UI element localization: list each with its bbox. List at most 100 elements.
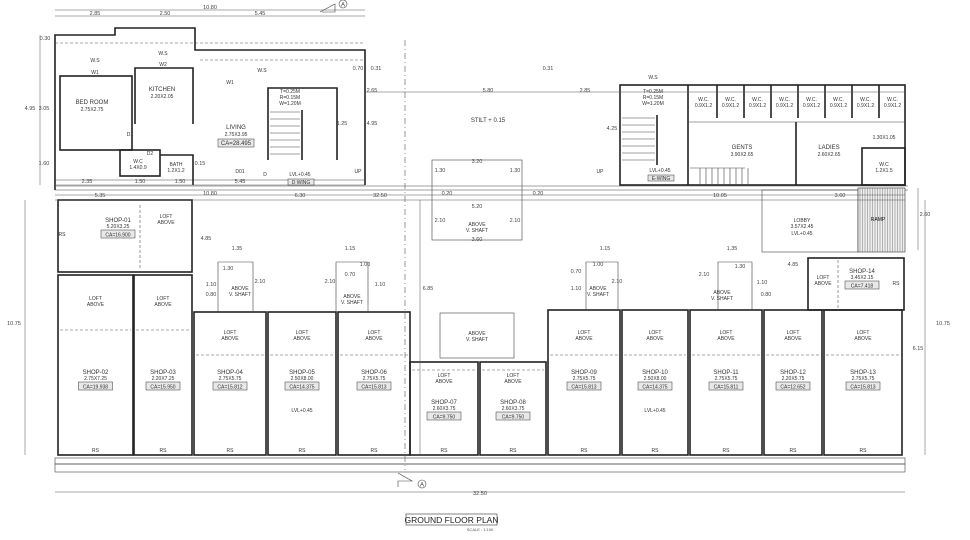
wc-size: 1.4X0.9 bbox=[129, 165, 146, 171]
bedroom-size: 2.75X2.75 bbox=[81, 107, 104, 113]
shop-size: 2.75X5.75 bbox=[573, 376, 596, 382]
window-w1-living: W1 bbox=[226, 80, 234, 86]
wc-cell-label: W.C. bbox=[833, 97, 844, 103]
shop-size: 3.45X2.15 bbox=[851, 275, 874, 281]
shop-size: 2.50X8.00 bbox=[291, 376, 314, 382]
shop-size: 2.75X5.75 bbox=[363, 376, 386, 382]
wc-cell-size: 0.9X1.2 bbox=[803, 103, 820, 109]
loft-above-label: ABOVE bbox=[646, 336, 664, 342]
shop-size: 2.75X7.25 bbox=[84, 376, 107, 382]
stair-note-riser: R=0.15M bbox=[280, 95, 300, 101]
shop-name: SHOP-10 bbox=[642, 370, 668, 376]
loft-above-label: ABOVE bbox=[435, 379, 453, 385]
dimension-label: 5.35 bbox=[95, 193, 106, 199]
stair-note-width: W=1.20M bbox=[279, 101, 301, 107]
shop-carpet-area: CA=15.811 bbox=[714, 385, 739, 391]
section-marker-bottom: A bbox=[397, 472, 427, 489]
wc-cell-label: W.C. bbox=[752, 97, 763, 103]
window-w2: W2 bbox=[159, 62, 167, 68]
dimension-label: 1.30 bbox=[435, 168, 446, 174]
loft-above-label: LOFT bbox=[578, 330, 591, 336]
loft-above-label: ABOVE bbox=[575, 336, 593, 342]
dimension-label: 3.05 bbox=[39, 106, 50, 112]
dimension-label: 1.60 bbox=[39, 161, 50, 167]
shaft-label: V. SHAFT bbox=[466, 337, 488, 343]
bedroom-walls bbox=[59, 75, 133, 151]
bath-size: 1.2X1.2 bbox=[167, 168, 184, 174]
shop-level-label: LVL+0.45 bbox=[291, 408, 312, 414]
gents-label: GENTS bbox=[732, 145, 753, 151]
loft-above-label: ABOVE bbox=[717, 336, 735, 342]
shop-name: SHOP-13 bbox=[850, 370, 876, 376]
wc-cell-size: 0.9X1.2 bbox=[722, 103, 739, 109]
dimension-label: 2.10 bbox=[255, 279, 266, 285]
dimension-label: 0.30 bbox=[40, 36, 51, 42]
loft-above-label: LOFT bbox=[787, 330, 800, 336]
shop-size: 2.20X5.75 bbox=[782, 376, 805, 382]
rolling-shutter-label: RS bbox=[92, 448, 100, 454]
dimension-label: 10.80 bbox=[203, 191, 217, 197]
dimension-label: 1.30 bbox=[223, 266, 234, 272]
dimension-label: 2.85 bbox=[90, 11, 101, 17]
shop-carpet-area: CA=15.950 bbox=[150, 385, 175, 391]
shop-size: 5.20X3.25 bbox=[107, 224, 130, 230]
shop-name: SHOP-03 bbox=[150, 370, 176, 376]
dimension-label: 3.60 bbox=[835, 193, 846, 199]
residential-unit: BED ROOM 2.75X2.75 KITCHEN 2.20X2.05 LIV… bbox=[76, 51, 362, 186]
loft-above-label: LOFT bbox=[817, 275, 830, 281]
dimension-label: 2.10 bbox=[699, 272, 710, 278]
shaft-label: ABOVE bbox=[713, 290, 731, 296]
dimension-label: 4.25 bbox=[607, 126, 618, 132]
kitchen-size: 2.20X2.05 bbox=[151, 94, 174, 100]
dimension-label: 1.35 bbox=[232, 246, 243, 252]
shop-9-walls bbox=[621, 309, 689, 456]
window-sill-3: W.S bbox=[257, 68, 267, 74]
window-sill-2: W.S bbox=[158, 51, 168, 57]
loft-above-label: LOFT bbox=[857, 330, 870, 336]
building-walls bbox=[54, 27, 908, 473]
wc-partitions bbox=[716, 85, 880, 118]
shop-4-walls bbox=[267, 311, 337, 456]
d-wing-label: D WING bbox=[292, 180, 311, 186]
passage-size: 1.30X1.05 bbox=[873, 135, 896, 141]
ladies-wc-size: 1.2X1.5 bbox=[875, 168, 892, 174]
shop-carpet-area: CA=15.813 bbox=[361, 385, 386, 391]
shop-2-walls bbox=[133, 274, 193, 456]
residential-level: LVL+0.45 bbox=[289, 172, 310, 178]
shop-10: LOFTABOVESHOP-102.50X8.00CA=14.375RSLVL+… bbox=[624, 330, 686, 454]
wc-cell-size: 0.9X1.2 bbox=[857, 103, 874, 109]
bath-walls bbox=[160, 154, 194, 185]
rolling-shutter-label: RS bbox=[652, 448, 660, 454]
east-block-walls bbox=[619, 84, 906, 186]
door-d: D bbox=[263, 172, 267, 178]
e-wing-label: E-WING bbox=[652, 176, 671, 182]
shaft-label: ABOVE bbox=[468, 331, 486, 337]
wc-cell-size: 0.9X1.2 bbox=[884, 103, 901, 109]
rolling-shutter-label: RS bbox=[441, 448, 449, 454]
ramp-hatch bbox=[857, 187, 906, 253]
dimension-label: 4.85 bbox=[788, 262, 799, 268]
dimension-label: 1.50 bbox=[135, 179, 146, 185]
dimension-label: 4.95 bbox=[25, 106, 36, 112]
shop-size: 2.75X5.75 bbox=[852, 376, 875, 382]
shop-size: 2.20X7.25 bbox=[152, 376, 175, 382]
ladies-wc-walls bbox=[861, 147, 906, 186]
living-size: 2.75X3.95 bbox=[225, 132, 248, 138]
wc-cell-label: W.C. bbox=[806, 97, 817, 103]
shop-size: 2.60X3.75 bbox=[502, 406, 525, 412]
shop-12-walls bbox=[823, 309, 903, 456]
rolling-shutter-label: RS bbox=[59, 232, 67, 238]
wc-cell-label: W.C. bbox=[725, 97, 736, 103]
dimension-label: 2.10 bbox=[325, 279, 336, 285]
shaft-label: ABOVE bbox=[231, 286, 249, 292]
section-marker-bottom-label: A bbox=[420, 483, 424, 489]
dimension-label: 2.10 bbox=[612, 279, 623, 285]
